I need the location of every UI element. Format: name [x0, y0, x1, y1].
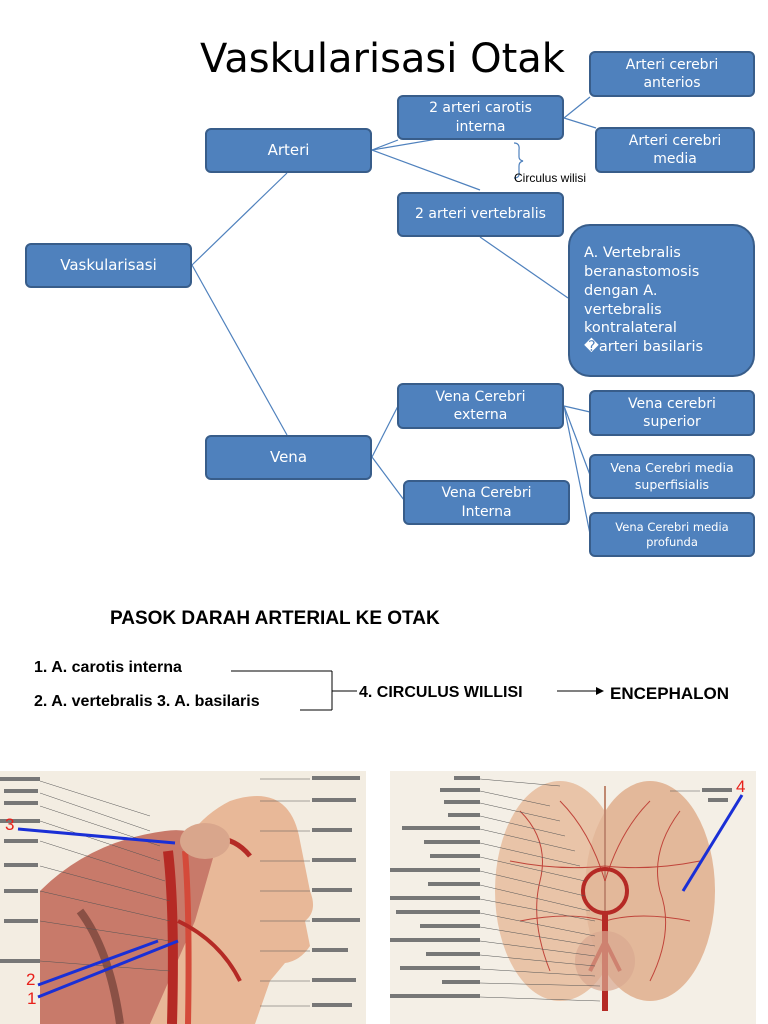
node-vena-superior: Vena cerebri superior [589, 390, 755, 436]
node-anastomosis: A. Vertebralis beranastomosis dengan A. … [568, 224, 755, 377]
page-title: Vaskularisasi Otak [200, 36, 565, 82]
list-item-vertebralis-basilaris: 2. A. vertebralis 3. A. basilaris [34, 693, 260, 710]
circulus-wilisi-label: Circulus wilisi [514, 171, 587, 185]
list-item-circulus: 4. CIRCULUS WILLISI [359, 684, 523, 701]
node-vena-profunda: Vena Cerebri media profunda [589, 512, 755, 557]
section-heading: PASOK DARAH ARTERIAL KE OTAK [110, 608, 440, 629]
mindmap-connectors [191, 96, 597, 535]
node-vena-externa: Vena Cerebri externa [397, 383, 564, 429]
node-vena: Vena [205, 435, 372, 480]
node-arteri: Arteri [205, 128, 372, 173]
brain-base-anatomy-image: 4 [390, 771, 756, 1024]
marker-2: 2 [26, 970, 36, 989]
encephalon-label: ENCEPHALON [610, 684, 730, 703]
node-vertebralis: 2 arteri vertebralis [397, 192, 564, 237]
marker-4: 4 [736, 777, 746, 796]
marker-3: 3 [5, 815, 15, 834]
list-item-carotis: 1. A. carotis interna [34, 659, 182, 676]
node-carotis-interna: 2 arteri carotis interna [397, 95, 564, 140]
node-cerebri-anterios: Arteri cerebri anterios [589, 51, 755, 97]
marker-1: 1 [27, 989, 37, 1008]
node-vaskularisasi: Vaskularisasi [25, 243, 192, 288]
node-vena-superfisialis: Vena Cerebri media superfisialis [589, 454, 755, 499]
node-vena-interna: Vena Cerebri Interna [403, 480, 570, 525]
head-neck-anatomy-image: 3 2 1 [0, 771, 366, 1024]
node-cerebri-media: Arteri cerebri media [595, 127, 755, 173]
